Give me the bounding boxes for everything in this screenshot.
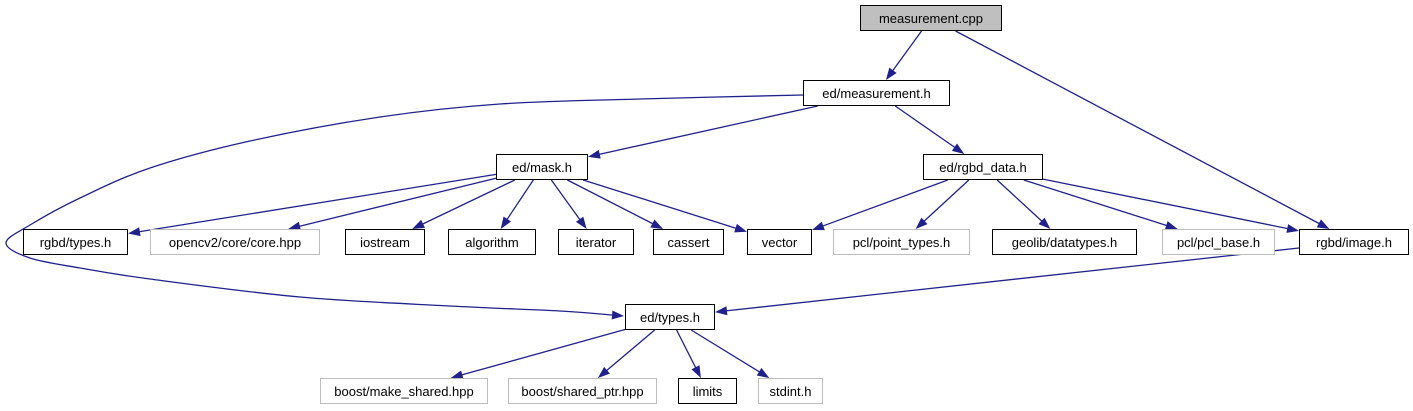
node-geolib-datatypes-h[interactable]: geolib/datatypes.h	[992, 229, 1137, 255]
edge-ed-mask-h-to-vector	[582, 179, 739, 230]
edge-ed-rgbd-data-h-to-pcl-point-types-h	[922, 179, 970, 223]
edge-rgbd-image-h-to-ed-types-h	[724, 247, 1300, 312]
edge-ed-rgbd-data-h-to-geolib-datatypes-h	[996, 179, 1044, 223]
edge-ed-rgbd-data-h-to-vector	[820, 179, 948, 228]
edge-ed-measurement-h-to-ed-types-h	[5, 94, 804, 316]
edge-ed-mask-h-to-rgbd-types-h-arrowhead	[128, 227, 141, 237]
node-boost-make-shared-hpp: boost/make_shared.hpp	[320, 378, 488, 404]
edge-ed-rgbd-data-h-to-pcl-pcl-base-h	[1023, 179, 1169, 227]
edge-ed-types-h-to-boost-shared-ptr-hpp	[604, 329, 656, 373]
edge-ed-rgbd-data-h-to-pcl-point-types-h-arrowhead	[915, 217, 928, 229]
node-limits[interactable]: limits	[678, 378, 737, 404]
edge-ed-types-h-to-limits-arrowhead	[691, 365, 701, 378]
edge-ed-measurement-h-to-ed-mask-h-arrowhead	[588, 149, 601, 159]
node-algorithm[interactable]: algorithm	[448, 229, 536, 255]
edge-ed-types-h-to-boost-shared-ptr-hpp-arrowhead	[597, 366, 610, 378]
edge-measurement-cpp-to-rgbd-image-h-arrowhead	[1316, 219, 1330, 229]
node-stdint-h: stdint.h	[758, 378, 823, 404]
edge-ed-mask-h-to-opencv2-core-core-hpp-arrowhead	[288, 221, 301, 231]
edge-ed-rgbd-data-h-to-rgbd-image-h-arrowhead	[1286, 224, 1299, 233]
edge-ed-mask-h-to-algorithm-arrowhead	[500, 216, 512, 229]
edge-ed-measurement-h-to-ed-mask-h	[597, 105, 818, 156]
node-rgbd-image-h[interactable]: rgbd/image.h	[1299, 229, 1409, 255]
edge-measurement-cpp-to-ed-measurement-h	[891, 30, 923, 73]
edge-ed-types-h-to-stdint-h-arrowhead	[756, 367, 770, 378]
node-opencv2-core-core-hpp: opencv2/core/core.hpp	[150, 229, 320, 255]
node-iterator[interactable]: iterator	[558, 229, 634, 255]
edge-ed-rgbd-data-h-to-rgbd-image-h	[1042, 178, 1290, 230]
node-pcl-pcl-base-h: pcl/pcl_base.h	[1162, 229, 1275, 255]
node-ed-rgbd-data-h[interactable]: ed/rgbd_data.h	[923, 154, 1043, 180]
edge-ed-mask-h-to-iostream	[420, 179, 516, 226]
edge-rgbd-image-h-to-ed-types-h-arrowhead	[715, 306, 728, 316]
edge-ed-types-h-to-limits	[676, 329, 698, 370]
node-pcl-point-types-h: pcl/point_types.h	[833, 229, 970, 255]
edge-ed-mask-h-to-cassert	[567, 179, 655, 226]
node-vector[interactable]: vector	[747, 229, 812, 255]
edge-ed-mask-h-to-opencv2-core-core-hpp	[297, 177, 497, 228]
node-measurement-cpp: measurement.cpp	[860, 5, 1002, 31]
edge-ed-mask-h-to-iostream-arrowhead	[412, 219, 425, 229]
edge-ed-rgbd-data-h-to-pcl-pcl-base-h-arrowhead	[1164, 221, 1178, 230]
node-ed-measurement-h[interactable]: ed/measurement.h	[803, 80, 950, 106]
edge-ed-rgbd-data-h-to-geolib-datatypes-h-arrowhead	[1038, 217, 1051, 229]
edge-ed-mask-h-to-cassert-arrowhead	[650, 219, 664, 229]
node-ed-types-h[interactable]: ed/types.h	[625, 304, 715, 330]
edge-measurement-cpp-to-rgbd-image-h	[955, 30, 1322, 226]
edge-ed-mask-h-to-vector-arrowhead	[734, 223, 747, 233]
edge-ed-rgbd-data-h-to-vector-arrowhead	[812, 221, 825, 231]
edge-ed-types-h-to-boost-make-shared-hpp-arrowhead	[450, 370, 464, 380]
edge-ed-measurement-h-to-ed-types-h-arrowhead	[611, 310, 624, 320]
edge-ed-measurement-h-to-ed-rgbd-data-h-arrowhead	[951, 143, 965, 154]
node-iostream[interactable]: iostream	[345, 229, 425, 255]
edge-ed-mask-h-to-algorithm	[505, 179, 534, 222]
edge-ed-types-h-to-boost-make-shared-hpp	[459, 328, 626, 377]
edge-measurement-cpp-to-ed-measurement-h-arrowhead	[885, 67, 897, 80]
edge-ed-types-h-to-stdint-h	[690, 329, 762, 374]
edge-ed-mask-h-to-iterator-arrowhead	[575, 216, 587, 229]
node-rgbd-types-h[interactable]: rgbd/types.h	[23, 229, 128, 255]
node-ed-mask-h[interactable]: ed/mask.h	[496, 154, 588, 180]
edge-ed-mask-h-to-iterator	[550, 179, 582, 222]
node-cassert[interactable]: cassert	[653, 229, 724, 255]
edge-ed-mask-h-to-rgbd-types-h	[137, 173, 497, 233]
edge-ed-measurement-h-to-ed-rgbd-data-h	[894, 105, 957, 150]
node-boost-shared-ptr-hpp: boost/shared_ptr.hpp	[508, 378, 657, 404]
